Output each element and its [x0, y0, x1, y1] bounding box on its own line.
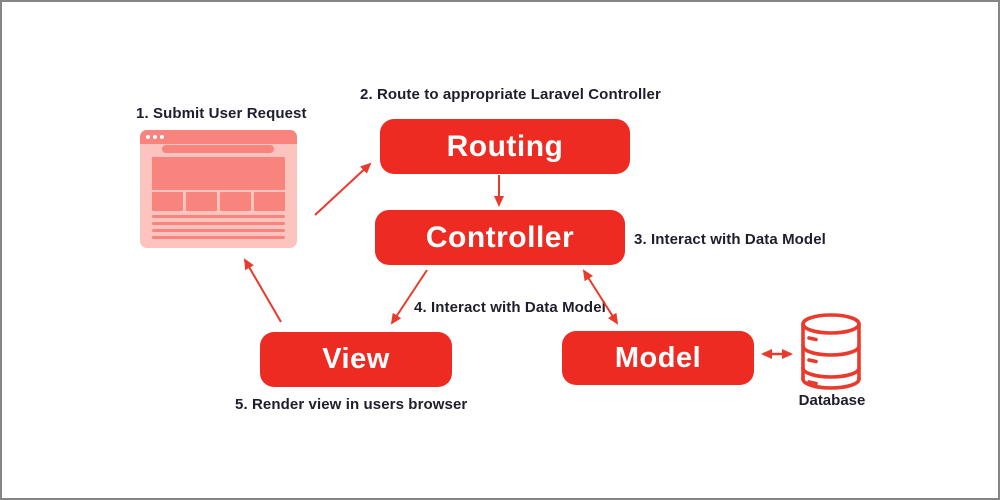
step5-label: 5. Render view in users browser: [235, 396, 468, 413]
thumbnail: [152, 192, 183, 211]
step1-label: 1. Submit User Request: [136, 105, 307, 122]
window-dot: [160, 135, 164, 139]
node-controller: Controller: [375, 210, 625, 265]
node-routing: Routing: [380, 119, 630, 174]
arrow-browser-to-routing: [314, 162, 372, 216]
database-label: Database: [798, 392, 866, 409]
hero-image-placeholder: [152, 157, 285, 190]
text-line: [152, 229, 285, 232]
window-dot: [146, 135, 150, 139]
browser-window-icon: [140, 130, 297, 248]
node-model: Model: [562, 331, 754, 385]
step3-label: 3. Interact with Data Model: [634, 231, 826, 248]
text-line: [152, 236, 285, 239]
thumbnail: [220, 192, 251, 211]
window-dot: [153, 135, 157, 139]
step2-label: 2. Route to appropriate Laravel Controll…: [360, 86, 661, 103]
step4-label: 4. Interact with Data Model: [414, 299, 606, 316]
address-bar: [162, 145, 274, 153]
text-line: [152, 215, 285, 218]
thumbnail: [254, 192, 285, 211]
node-view: View: [260, 332, 452, 387]
text-line: [152, 222, 285, 225]
thumbnail: [186, 192, 217, 211]
arrow-view-to-browser: [243, 258, 282, 323]
database-icon: [801, 313, 861, 390]
browser-titlebar: [140, 130, 297, 144]
thumbnail-row: [152, 192, 285, 211]
